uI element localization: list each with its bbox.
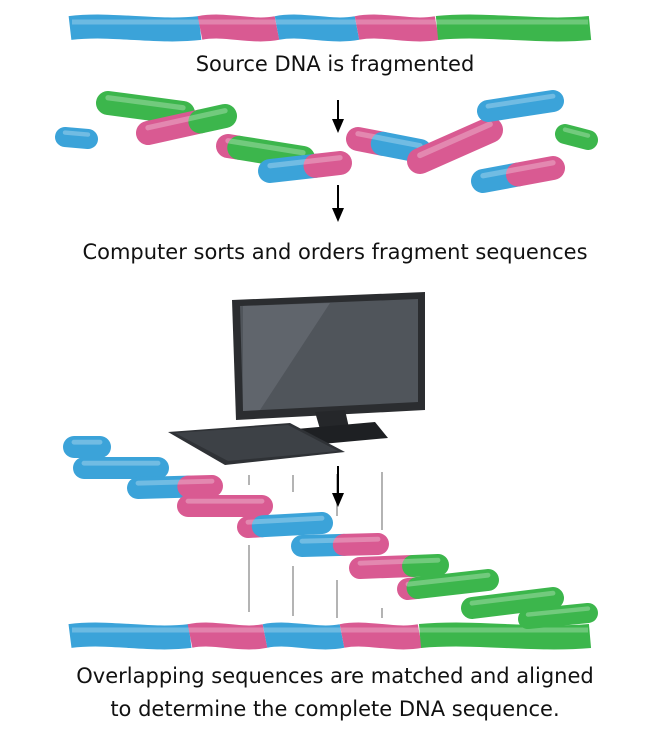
dna-segment — [262, 622, 345, 650]
assembled-dna-strand — [68, 622, 592, 650]
dna-segment — [274, 14, 360, 42]
fragment — [96, 91, 195, 125]
aligned-fragment — [397, 569, 499, 600]
dna-segment — [68, 622, 192, 650]
dna-segment — [477, 90, 564, 122]
aligned-fragment — [518, 603, 598, 629]
fragment — [136, 104, 237, 145]
dna-segment — [55, 127, 98, 149]
fragment — [407, 117, 503, 174]
dna-segment — [461, 587, 564, 619]
aligned-fragment — [73, 457, 169, 479]
fragment — [258, 151, 352, 183]
caption-source-dna: Source DNA is fragmented — [195, 52, 475, 76]
arrow-down-icon — [332, 185, 344, 222]
dna-segment — [251, 512, 333, 538]
caption-overlap-line2: to determine the complete DNA sequence. — [110, 697, 560, 721]
arrow-down-icon — [332, 100, 344, 133]
dna-segment — [68, 14, 202, 42]
caption-computer-sorts: Computer sorts and orders fragment seque… — [82, 240, 588, 264]
fragment — [216, 134, 315, 170]
caption-overlap-line1: Overlapping sequences are matched and al… — [76, 664, 594, 688]
dna-segment — [555, 124, 598, 150]
dna-segment — [518, 603, 598, 629]
dna-segment — [406, 569, 499, 599]
fragment — [555, 124, 598, 150]
fragment — [471, 156, 565, 193]
fragment — [477, 90, 564, 122]
dna-segment — [339, 622, 423, 650]
dna-segment — [332, 533, 389, 556]
dna-segment — [227, 135, 315, 170]
arrow-down-icon — [332, 466, 344, 507]
dna-segment — [197, 14, 280, 42]
source-dna-strand — [68, 14, 592, 42]
dna-segment — [354, 14, 440, 42]
aligned-fragment — [127, 475, 223, 499]
dna-fragments — [55, 14, 598, 650]
dna-segment — [435, 14, 592, 42]
dna-segment — [407, 117, 503, 174]
aligned-fragment — [63, 436, 111, 458]
dna-segment — [418, 622, 592, 650]
dna-segment — [177, 475, 223, 498]
aligned-fragment — [237, 512, 333, 538]
dna-segment — [506, 156, 565, 187]
aligned-fragment — [461, 587, 564, 619]
computer-icon — [168, 292, 425, 465]
dna-segment — [303, 151, 352, 178]
alignment-guides — [248, 472, 383, 618]
aligned-fragment — [291, 533, 389, 557]
dna-segment — [96, 91, 195, 125]
fragment — [346, 127, 432, 163]
fragment — [55, 127, 98, 149]
aligned-fragment — [177, 495, 273, 517]
dna-segment — [187, 622, 268, 650]
dna-segment — [402, 554, 449, 577]
dna-segment — [188, 104, 237, 134]
aligned-fragment — [349, 554, 449, 579]
